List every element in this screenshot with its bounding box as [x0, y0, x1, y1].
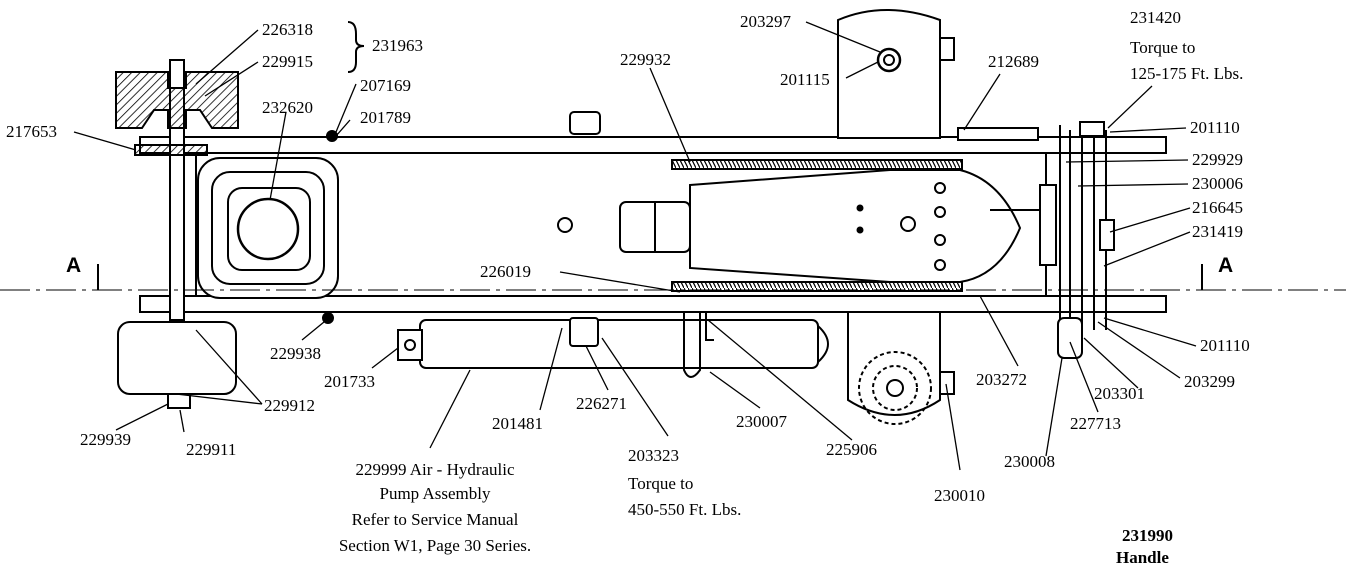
callout-229911: 229911: [186, 440, 237, 459]
callout-229912: 229912: [264, 396, 315, 415]
callout-231963: 231963: [372, 36, 423, 55]
ram-cylinder: [689, 169, 1022, 283]
pump-note-line1: 229999 Air - Hydraulic: [355, 460, 515, 479]
callout-226318: 226318: [262, 20, 313, 39]
callout-229939: 229939: [80, 430, 131, 449]
callout-226271: 226271: [576, 394, 627, 413]
callout-217653: 217653: [6, 122, 57, 141]
callout-231990: 231990: [1122, 526, 1173, 545]
callout-230007: 230007: [736, 412, 787, 431]
torque-lower-line2: 450-550 Ft. Lbs.: [628, 500, 742, 519]
torque-upper-line2: 125-175 Ft. Lbs.: [1130, 64, 1244, 83]
callout-229938: 229938: [270, 344, 321, 363]
tank-body: [197, 157, 339, 299]
callout-203297: 203297: [740, 12, 791, 31]
callout-230008: 230008: [1004, 452, 1055, 471]
torque-upper-line1: Torque to: [1130, 38, 1196, 57]
callout-231420: 231420: [1130, 8, 1181, 27]
lower-spring: [671, 281, 963, 292]
section-marker-right: A: [1218, 254, 1234, 277]
callout-201110-lower: 201110: [1200, 336, 1250, 355]
upper-caster-wheel: [115, 71, 239, 129]
pump-note-line4: Section W1, Page 30 Series.: [338, 536, 532, 555]
callout-201110-upper: 201110: [1190, 118, 1240, 137]
section-marker-left: A: [66, 254, 82, 277]
callout-207169: 207169: [360, 76, 411, 95]
callout-230006: 230006: [1192, 174, 1243, 193]
group-brace: [347, 21, 365, 73]
pump-note-line3: Refer to Service Manual: [351, 510, 519, 529]
callout-231419: 231419: [1192, 222, 1243, 241]
callout-201789: 201789: [360, 108, 411, 127]
upper-spring: [671, 159, 963, 170]
callout-201733: 201733: [324, 372, 375, 391]
callout-216645: 216645: [1192, 198, 1243, 217]
callout-203272: 203272: [976, 370, 1027, 389]
pump-note-line2: Pump Assembly: [379, 484, 491, 503]
pump-body: [419, 319, 819, 369]
callout-203299: 203299: [1184, 372, 1235, 391]
handle-label: Handle: [1116, 548, 1169, 567]
callout-227713: 227713: [1070, 414, 1121, 433]
callout-203301: 203301: [1094, 384, 1145, 403]
lower-frame-rail: [139, 295, 1167, 313]
callout-201115: 201115: [780, 70, 830, 89]
callout-230010: 230010: [934, 486, 985, 505]
torque-lower-line1: Torque to: [628, 474, 694, 493]
callout-212689: 212689: [988, 52, 1039, 71]
callout-203323: 203323: [628, 446, 679, 465]
lower-caster-wheel: [117, 321, 237, 395]
callout-226019: 226019: [480, 262, 531, 281]
callout-201481: 201481: [492, 414, 543, 433]
callout-229932: 229932: [620, 50, 671, 69]
callout-225906: 225906: [826, 440, 877, 459]
callout-229929: 229929: [1192, 150, 1243, 169]
callout-232620: 232620: [262, 98, 313, 117]
callout-229915: 229915: [262, 52, 313, 71]
tank-port: [236, 197, 300, 261]
